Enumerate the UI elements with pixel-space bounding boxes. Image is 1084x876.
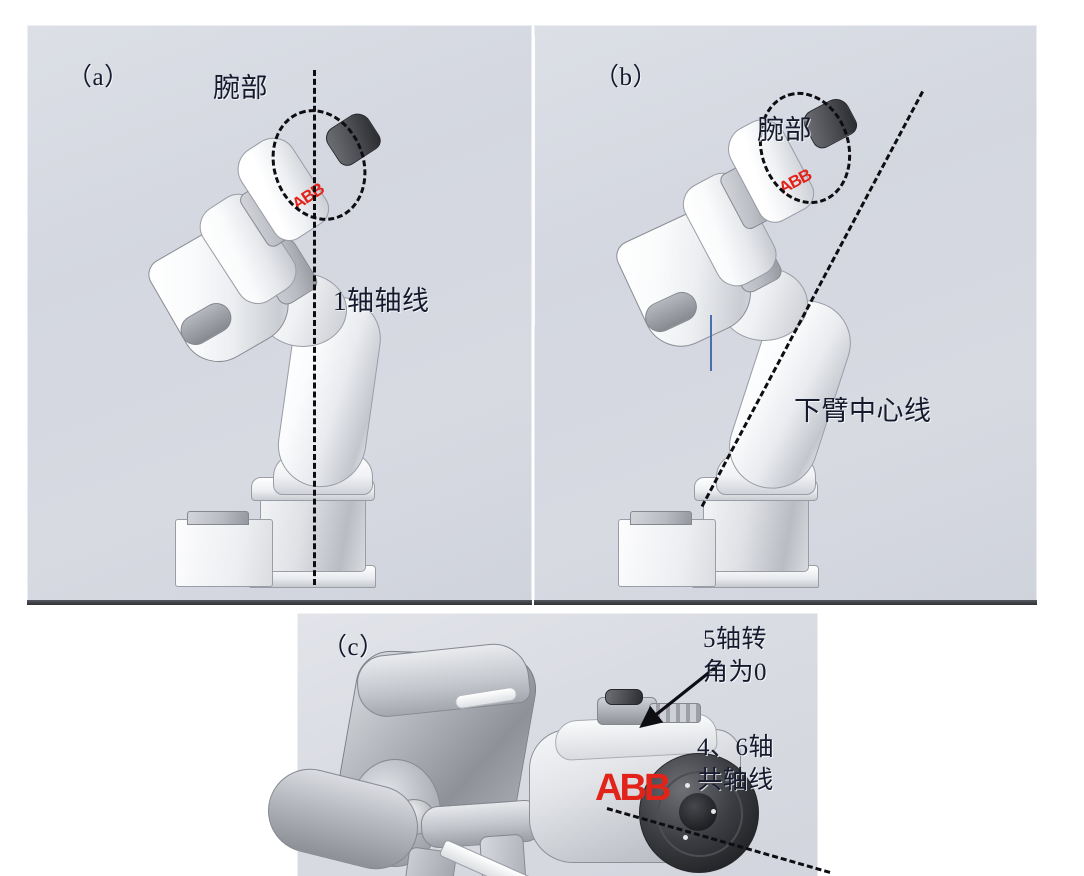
tool-flange-pin-2-c <box>711 809 716 814</box>
floor-line-b <box>534 600 1037 605</box>
tool-flange-bore-c <box>679 793 717 831</box>
panel-a: ABB （a） 腕部 1轴轴线 <box>27 25 532 605</box>
panel-gap-divider <box>532 36 535 326</box>
axis5-zero-label-c: 5轴转 角为0 <box>703 626 768 686</box>
axis1-dashed-line-a <box>313 70 316 585</box>
tool-flange-pin-3-c <box>683 835 688 840</box>
panel-tag-c: （c） <box>322 634 385 661</box>
wrist-label-a: 腕部 <box>213 73 268 103</box>
controller-box-b <box>618 519 716 587</box>
panel-tag-b: （b） <box>594 64 659 91</box>
axis5-arrow-c <box>639 661 722 728</box>
blue-reference-tick-b <box>710 315 712 371</box>
wrist-label-b: 腕部 <box>757 115 812 145</box>
robot-base-column-b <box>703 488 809 572</box>
panel-b: ABB （b） 腕部 下臂中心线 <box>534 25 1037 605</box>
connector-cap-c <box>605 689 643 705</box>
controller-box-a <box>175 519 273 587</box>
panel-c: ABB （c） 5轴转 角为0 4、6轴 共轴线 <box>259 613 831 876</box>
controller-box-top-b <box>630 511 692 525</box>
tool-flange-ring-c <box>657 771 743 857</box>
axis46-coaxial-label-c: 4、6轴 共轴线 <box>697 734 775 794</box>
controller-box-top-a <box>187 511 249 525</box>
lower-arm-centerline-label-b: 下臂中心线 <box>794 396 932 426</box>
floor-line-a <box>27 600 532 605</box>
tool-flange-pin-1-c <box>685 783 690 788</box>
panel-tag-a: （a） <box>67 64 130 91</box>
axis1-label-a: 1轴轴线 <box>333 286 430 316</box>
abb-logo-c: ABB <box>595 767 671 809</box>
